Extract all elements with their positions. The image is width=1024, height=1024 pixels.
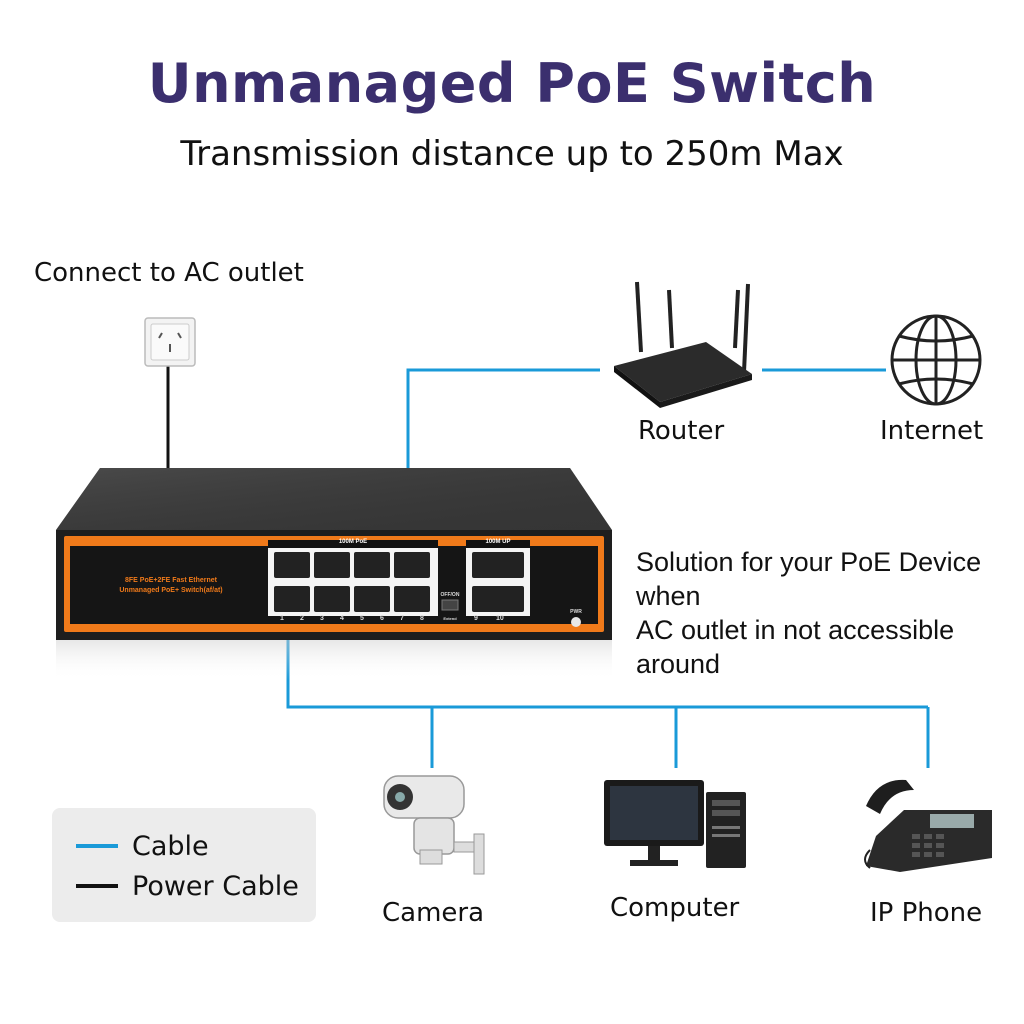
dip-switch-label: OFF/ON [440, 592, 460, 598]
port-number-4: 4 [340, 615, 344, 622]
poe-group-label: 100M PoE [338, 539, 368, 545]
solution-note-line2: AC outlet in not accessible around [636, 615, 955, 679]
legend-item-power-cable: Power Cable [76, 866, 299, 906]
dip-switch-sub-label: Extend [443, 616, 457, 621]
port-number-7: 7 [400, 615, 404, 622]
internet-label: Internet [880, 416, 984, 446]
poe-switch-device [56, 468, 612, 680]
port-number-2: 2 [300, 615, 304, 622]
router-label: Router [638, 416, 725, 446]
legend-item-cable: Cable [76, 826, 209, 866]
solution-note: Solution for your PoE Device when AC out… [636, 545, 996, 681]
computer-icon [604, 780, 746, 868]
solution-note-line1: Solution for your PoE Device when [636, 547, 982, 611]
page-title: Unmanaged PoE Switch [147, 52, 877, 115]
switch-model-line1: 8FE PoE+2FE Fast Ethernet [125, 577, 217, 584]
pwr-label: PWR [570, 609, 582, 615]
page-subtitle: Transmission distance up to 250m Max [180, 134, 844, 174]
port-number-8: 8 [420, 615, 424, 622]
port-number-3: 3 [320, 615, 324, 622]
legend-label-power-cable: Power Cable [132, 870, 299, 902]
legend-swatch-cable [76, 844, 118, 848]
computer-label: Computer [610, 893, 740, 923]
ip-phone-label: IP Phone [870, 898, 983, 928]
ac-outlet-icon [144, 317, 196, 367]
ip-phone-icon [864, 779, 992, 872]
port-number-10: 10 [496, 615, 504, 622]
ac-outlet-label: Connect to AC outlet [34, 258, 304, 288]
router-icon [614, 281, 752, 408]
port-number-6: 6 [380, 615, 384, 622]
legend-label-cable: Cable [132, 830, 209, 862]
uplink-group-label: 100M UP [485, 539, 511, 545]
switch-model-line2: Unmanaged PoE+ Switch(af/at) [119, 587, 223, 594]
port-number-9: 9 [474, 615, 478, 622]
port-number-5: 5 [360, 615, 364, 622]
legend-swatch-power-cable [76, 884, 118, 888]
camera-label: Camera [382, 898, 485, 928]
internet-globe-icon [890, 314, 982, 406]
legend: Cable Power Cable [52, 808, 316, 922]
port-number-1: 1 [280, 615, 284, 622]
camera-icon [383, 775, 485, 875]
